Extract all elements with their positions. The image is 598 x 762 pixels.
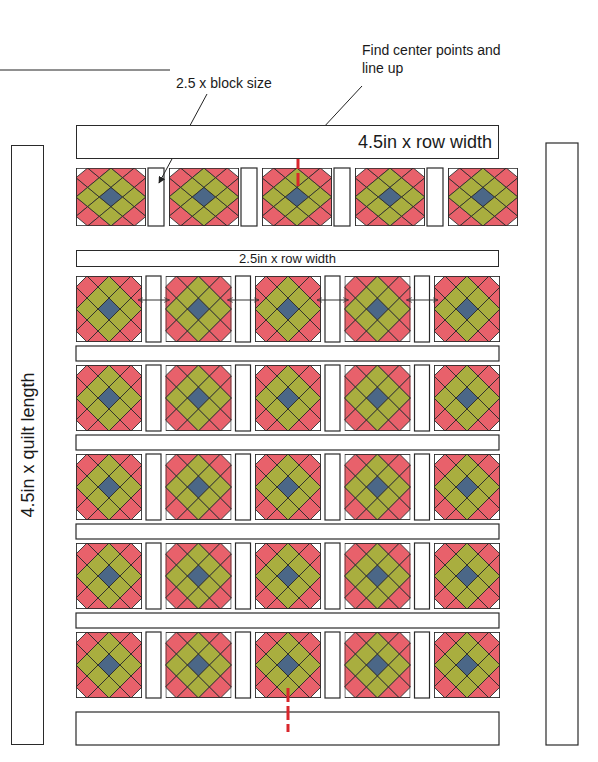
quilt-block	[64, 158, 157, 235]
sashing-strip	[236, 454, 251, 520]
quilt-block	[334, 265, 422, 353]
quilt-block	[423, 532, 511, 620]
sashing-strip	[76, 613, 499, 628]
quilt-block	[155, 443, 243, 531]
sashing-strip	[146, 543, 161, 609]
quilt-block	[244, 354, 332, 442]
quilt-block	[244, 443, 332, 531]
sashing-strip	[146, 454, 161, 520]
quilt-block	[65, 443, 153, 531]
sashing-strip	[415, 365, 430, 431]
quilt-block	[65, 354, 153, 442]
quilt-block	[244, 265, 332, 353]
quilt-block	[65, 532, 153, 620]
sashing-strip	[325, 365, 340, 431]
sashing-strip	[334, 168, 350, 226]
quilt-block	[65, 265, 153, 353]
strip-label: 2.5in x row width	[239, 252, 336, 265]
spacing-arrow	[138, 300, 170, 301]
quilt-block	[155, 532, 243, 620]
sashing-strip	[236, 365, 251, 431]
quilt-block	[155, 354, 243, 442]
border-strip	[546, 143, 578, 745]
sashing-strip	[415, 454, 430, 520]
quilt-block	[155, 621, 243, 709]
quilt-block	[155, 265, 243, 353]
quilt-blocks	[64, 158, 529, 709]
sashing-strip	[236, 276, 251, 342]
sashing-strip	[148, 168, 164, 226]
sashing-strip	[325, 276, 340, 342]
border-strip: 4.5in x quilt length	[11, 145, 44, 745]
quilt-block	[423, 265, 511, 353]
sashing-strip	[146, 632, 161, 698]
quilt-block	[423, 354, 511, 442]
border-strip: 4.5in x row width	[76, 125, 499, 159]
sashing-strip	[76, 435, 499, 450]
sashing-strip	[325, 543, 340, 609]
strip-label: 4.5in x row width	[358, 133, 492, 151]
sashing-strip	[236, 543, 251, 609]
quilt-block	[343, 158, 436, 235]
spacing-arrow	[407, 300, 439, 301]
sashing-strip	[146, 365, 161, 431]
quilt-block	[244, 532, 332, 620]
quilt-block	[423, 621, 511, 709]
sashing-strip	[146, 276, 161, 342]
sashing-strip	[415, 543, 430, 609]
spacing-arrow	[317, 300, 349, 301]
sashing-strip: 2.5in x row width	[76, 250, 499, 267]
callout-label: 2.5 x block size	[176, 74, 272, 92]
sashing-strip	[76, 524, 499, 539]
spacing-arrow	[228, 300, 260, 301]
quilt-block	[334, 621, 422, 709]
quilt-block	[157, 158, 250, 235]
sashing-strip	[325, 632, 340, 698]
sashing-strip	[415, 632, 430, 698]
quilt-block	[334, 354, 422, 442]
quilt-block	[334, 532, 422, 620]
sashing-strip	[241, 168, 257, 226]
center-mark	[287, 688, 290, 732]
strip-label: 4.5in x quilt length	[19, 372, 37, 517]
quilt-block	[423, 443, 511, 531]
rule-line	[0, 70, 170, 71]
sashing-strip	[427, 168, 443, 226]
quilt-block	[436, 158, 529, 235]
quilt-block	[250, 158, 343, 235]
quilt-block	[334, 443, 422, 531]
sashing-strip	[325, 454, 340, 520]
sashing-strip	[415, 276, 430, 342]
quilt-block	[65, 621, 153, 709]
sashing-strip	[236, 632, 251, 698]
sashing-strip	[76, 346, 499, 361]
callout-label: Find center points and line up	[362, 41, 512, 77]
